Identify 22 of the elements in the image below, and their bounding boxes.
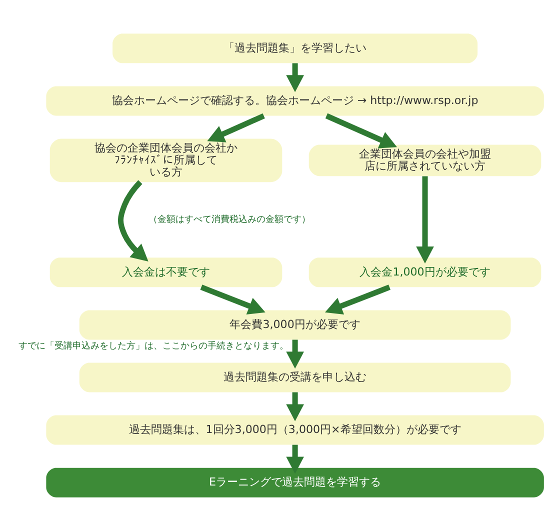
node-box: 過去問題集は、1回分3,000円（3,000円×希望回数分）が必要です	[46, 415, 544, 445]
arrow	[286, 340, 304, 369]
arrow	[286, 63, 304, 92]
label: （金額はすべて消費税込みの金額です）	[148, 214, 311, 226]
arrow	[324, 284, 390, 314]
node-box: 協会ホームページで確認する。協会ホームページ → http://www.rsp.or.jp	[46, 86, 544, 116]
edge-label: すでに「受講申込みをした方」は、ここからの手続きとなります。	[18, 340, 289, 352]
arrow	[286, 392, 304, 422]
node-box: 過去問題集の受講を申し込む	[79, 362, 511, 392]
arrow	[416, 176, 434, 264]
node-box: 協会の企業団体会員の会社かﾌﾗﾝﾁｬｲｽﾞに所属している方	[50, 138, 282, 182]
arrow	[286, 444, 304, 474]
node-box: 「過去問題集」を学習したい	[112, 34, 478, 64]
arrow	[200, 284, 266, 314]
node-box: 入会金は不要です	[50, 258, 282, 288]
arrow	[207, 113, 265, 142]
arrow	[118, 180, 148, 262]
arrow	[325, 113, 398, 148]
node-box: 企業団体会員の会社や加盟店に所属されていない方	[308, 144, 542, 176]
node-box: 年会費3,000円が必要です	[79, 310, 511, 340]
node-box: Eラーニングで過去問題を学習する	[46, 468, 544, 498]
node-box: 入会金1,000円が必要です	[308, 258, 542, 288]
